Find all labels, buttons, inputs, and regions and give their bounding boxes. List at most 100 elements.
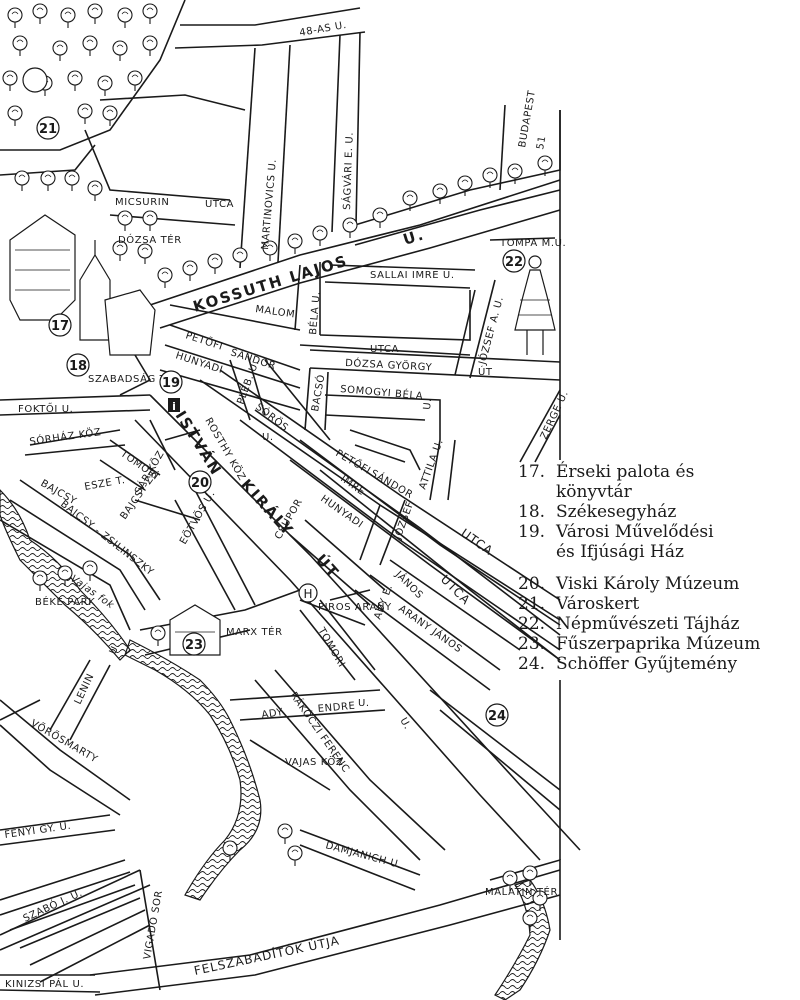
legend-line: Schöffer Gyűjtemény	[556, 654, 738, 674]
street-sagvari: SÁGVÁRI E. U.	[340, 132, 356, 210]
street-tompa: TOMPA M.U.	[499, 238, 566, 249]
street-ady: ADY	[261, 707, 285, 721]
svg-text:20: 20	[191, 476, 209, 491]
marker-17: 17	[48, 313, 72, 337]
street-vajas-koz: VAJAS KÖZ	[285, 755, 343, 768]
legend-line: Érseki palota és	[556, 462, 695, 482]
legend-number: 23.	[518, 634, 546, 654]
road-number-51: 51	[535, 135, 548, 151]
street-kinizsi: KINIZSI PÁL U.	[5, 977, 84, 990]
legend-text: Schöffer Gyűjtemény	[556, 654, 737, 674]
street-endre: ENDRE	[317, 701, 356, 715]
street-bajcsy-1: BAJCSY	[39, 478, 79, 508]
legend-number: 21.	[518, 594, 546, 614]
street-utca-2: UTCA	[370, 344, 399, 355]
street-jozsef-2: JÓZSEF	[390, 499, 416, 542]
legend-number: 20.	[518, 574, 546, 594]
poi-markers: 17 18 19 20 21 22 23 24 H i	[36, 116, 526, 727]
svg-text:24: 24	[488, 709, 506, 724]
street-u-4: U.	[108, 641, 123, 656]
legend-item: 22. Népművészeti Tájház	[518, 614, 798, 634]
street-eotvos: EÖTVÖS U.	[176, 488, 217, 547]
street-sorhaz-koz: SÓRHÁZ KÖZ	[29, 425, 102, 448]
legend-item: 20. Viski Károly Múzeum	[518, 574, 798, 594]
legend-text: Népművészeti Tájház	[556, 614, 739, 634]
street-somogyi-bela: SOMOGYI BÉLA	[340, 382, 424, 402]
road-sign-budapest: BUDAPEST	[517, 89, 538, 148]
street-u-1: U.	[422, 398, 434, 411]
square-malatin-ter: MALATIN TÉR	[485, 885, 558, 898]
street-fokto: FOKTŐI U.	[18, 401, 73, 415]
marker-22: 22	[502, 249, 526, 273]
legend-item: 21. Városkert	[518, 594, 798, 614]
legend-text: Városkert	[556, 594, 639, 614]
street-imre: IMRE	[338, 473, 367, 498]
legend-item: 23. Fűszerpaprika Múzeum	[518, 634, 798, 654]
marker-18: 18	[66, 353, 90, 377]
legend-line: könyvtár	[556, 482, 632, 502]
street-vigado-sor: VIGADÓ SOR	[140, 889, 165, 960]
street-utca-1: UTCA	[205, 199, 234, 210]
street-zerge: ZERGE U.	[539, 389, 571, 441]
svg-text:17: 17	[51, 319, 69, 334]
street-bacso: BACSÓ	[308, 373, 327, 412]
street-labels: 48-AS U. MICSURIN UTCA DÓZSA TÉR MARTINO…	[4, 20, 571, 990]
legend-text: Fűszerpaprika Múzeum	[556, 634, 760, 654]
svg-text:21: 21	[39, 122, 57, 137]
street-bela-u: BÉLA U.	[306, 291, 323, 336]
street-kossuth-u: U.	[401, 225, 427, 249]
street-vorosmarty: VÖRÖSMARTY	[29, 716, 101, 765]
street-hunyadi-1: HUNYADI	[174, 350, 224, 376]
svg-text:22: 22	[505, 255, 523, 270]
hotel-marker: H	[298, 583, 318, 603]
street-felszabaditok-utja: FELSZABADÍTÓK ÚTJA	[193, 932, 341, 978]
street-micsurin: MICSURIN	[115, 197, 169, 208]
street-jozsef-a: JÓZSEF A. U.	[475, 295, 506, 367]
legend-item: 18.Székesegyház	[518, 502, 798, 522]
legend-line: Népművészeti Tájház	[556, 614, 740, 634]
archbishop-palace-and-cathedral	[9, 214, 156, 356]
folk-dancer-figure	[514, 255, 556, 355]
street-petofi-1: PETŐFI	[184, 328, 225, 353]
legend-text: Viski Károly Múzeum	[556, 574, 739, 594]
legend-number: 22.	[518, 614, 546, 634]
street-utca-3: UTCA	[458, 526, 496, 558]
legend-number: 17.	[518, 462, 546, 482]
svg-text:H: H	[303, 587, 312, 601]
legend-line: Székesegyház	[556, 502, 677, 522]
street-piros-arany: PIROS ARANY	[318, 602, 392, 613]
street-u-2: U.	[262, 432, 274, 443]
legend-line: Városi Művelődési	[556, 522, 714, 542]
street-bajcsy-zsilinszky: BAJCSY - ZSILINSZKY	[58, 499, 156, 579]
square-marx-ter: MARX TÉR	[226, 625, 283, 638]
svg-text:23: 23	[185, 638, 203, 653]
park-beke-park: BÉKE PARK	[35, 595, 95, 608]
road-network	[0, 0, 581, 996]
street-u-3: U.	[397, 716, 412, 732]
street-lenin: LENIN	[73, 672, 97, 706]
legend-line: és Ifjúsági Ház	[556, 542, 684, 562]
legend-number: 19.	[518, 522, 546, 542]
marker-24: 24	[485, 703, 509, 727]
street-tomori-2: TOMORI	[315, 625, 347, 669]
svg-text:18: 18	[69, 359, 87, 374]
info-marker: i	[168, 398, 180, 413]
marker-23: 23	[182, 632, 206, 656]
legend-line: Fűszerpaprika Múzeum	[556, 634, 761, 654]
street-esze: ESZE T.	[84, 475, 127, 493]
street-janos-1: JÁNOS	[392, 567, 426, 601]
svg-text:i: i	[172, 400, 176, 413]
legend-line: Városkert	[556, 594, 640, 614]
street-bajcsy-zs: BAJCSY-ZS.	[118, 466, 162, 522]
legend-item: 24.Schöffer Gyűjtemény	[518, 654, 798, 674]
square-szabadsag-ter: SZABADSÁG TÉR	[88, 372, 181, 385]
marker-21: 21	[36, 116, 60, 140]
roundabout	[22, 67, 48, 93]
legend-gap	[518, 562, 798, 574]
street-sallai: SALLAI IMRE U.	[370, 270, 455, 281]
street-malom: MALOM	[255, 304, 296, 320]
